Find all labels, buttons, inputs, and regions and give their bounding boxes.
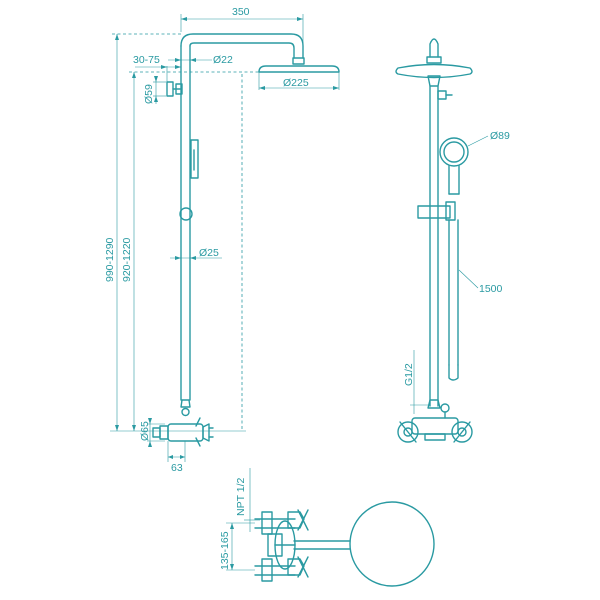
front-view: 350 Ø225 Ø22 30-75 Ø59 <box>104 6 340 474</box>
dimension-pipe-height: 920-1220 <box>121 71 259 431</box>
dimension-inlet-thread: NPT 1/2 <box>235 468 260 532</box>
dimension-arm-span: 350 <box>180 6 304 56</box>
top-shower-head <box>349 501 435 587</box>
dimension-escutcheon: Ø65 <box>110 74 246 447</box>
side-shower-head <box>395 38 473 87</box>
inlet-thread-label: NPT 1/2 <box>235 478 247 516</box>
arm-span-label: 350 <box>232 6 250 18</box>
inlet-spacing-label: 135-165 <box>219 531 231 570</box>
dimension-wall-depth: 63 <box>167 441 186 474</box>
hand-shower-holder <box>179 139 199 221</box>
side-mixer <box>397 417 473 443</box>
bracket-offset-label: 30-75 <box>133 54 160 66</box>
total-height-label: 990-1290 <box>104 237 116 282</box>
head-diameter-label: Ø225 <box>283 77 309 89</box>
top-inlet-upper <box>254 509 309 535</box>
mixer-body <box>152 417 214 447</box>
dimension-pipe-diameter: Ø25 <box>170 247 222 260</box>
side-view: Ø89 1500 G1/2 <box>395 38 510 443</box>
side-wall-bracket <box>437 90 453 100</box>
arm-diameter-label: Ø22 <box>213 54 233 66</box>
hose-length-label: 1500 <box>479 283 503 295</box>
diverter-knob <box>180 399 191 417</box>
side-hand-shower <box>439 137 469 195</box>
dimension-inlet-spacing: 135-165 <box>219 522 255 571</box>
dimension-total-height: 990-1290 <box>104 33 181 431</box>
dimension-hand-shower-diameter: Ø89 <box>467 130 510 147</box>
pipe-diameter-label: Ø25 <box>199 247 219 259</box>
wall-depth-label: 63 <box>171 462 183 474</box>
top-view: NPT 1/2 135-165 <box>219 468 435 587</box>
side-riser-pipe <box>429 85 439 407</box>
hand-shower-diameter-label: Ø89 <box>490 130 510 142</box>
dimension-thread: G1/2 <box>403 350 430 414</box>
dimension-head-diameter: Ø225 <box>258 72 340 90</box>
top-arm <box>293 540 351 550</box>
thread-label: G1/2 <box>403 363 415 386</box>
riser-pipe <box>180 45 191 401</box>
dimension-arm-diameter: Ø22 <box>168 54 233 66</box>
shower-head <box>258 57 340 73</box>
pipe-height-label: 920-1220 <box>121 237 133 282</box>
escutcheon-diameter-label: Ø65 <box>139 421 151 441</box>
dimension-bracket-offset: 30-75 <box>133 54 181 82</box>
side-hose <box>448 219 459 381</box>
shower-arm <box>180 33 304 59</box>
dimension-hose-length: 1500 <box>458 269 503 295</box>
side-slider <box>417 201 456 221</box>
bracket-diameter-label: Ø59 <box>143 84 155 104</box>
top-inlet-lower <box>254 556 309 582</box>
wall-bracket <box>166 81 183 97</box>
side-diverter <box>427 399 450 419</box>
dimension-bracket-diameter: Ø59 <box>143 76 166 104</box>
top-riser-cluster <box>267 520 296 570</box>
